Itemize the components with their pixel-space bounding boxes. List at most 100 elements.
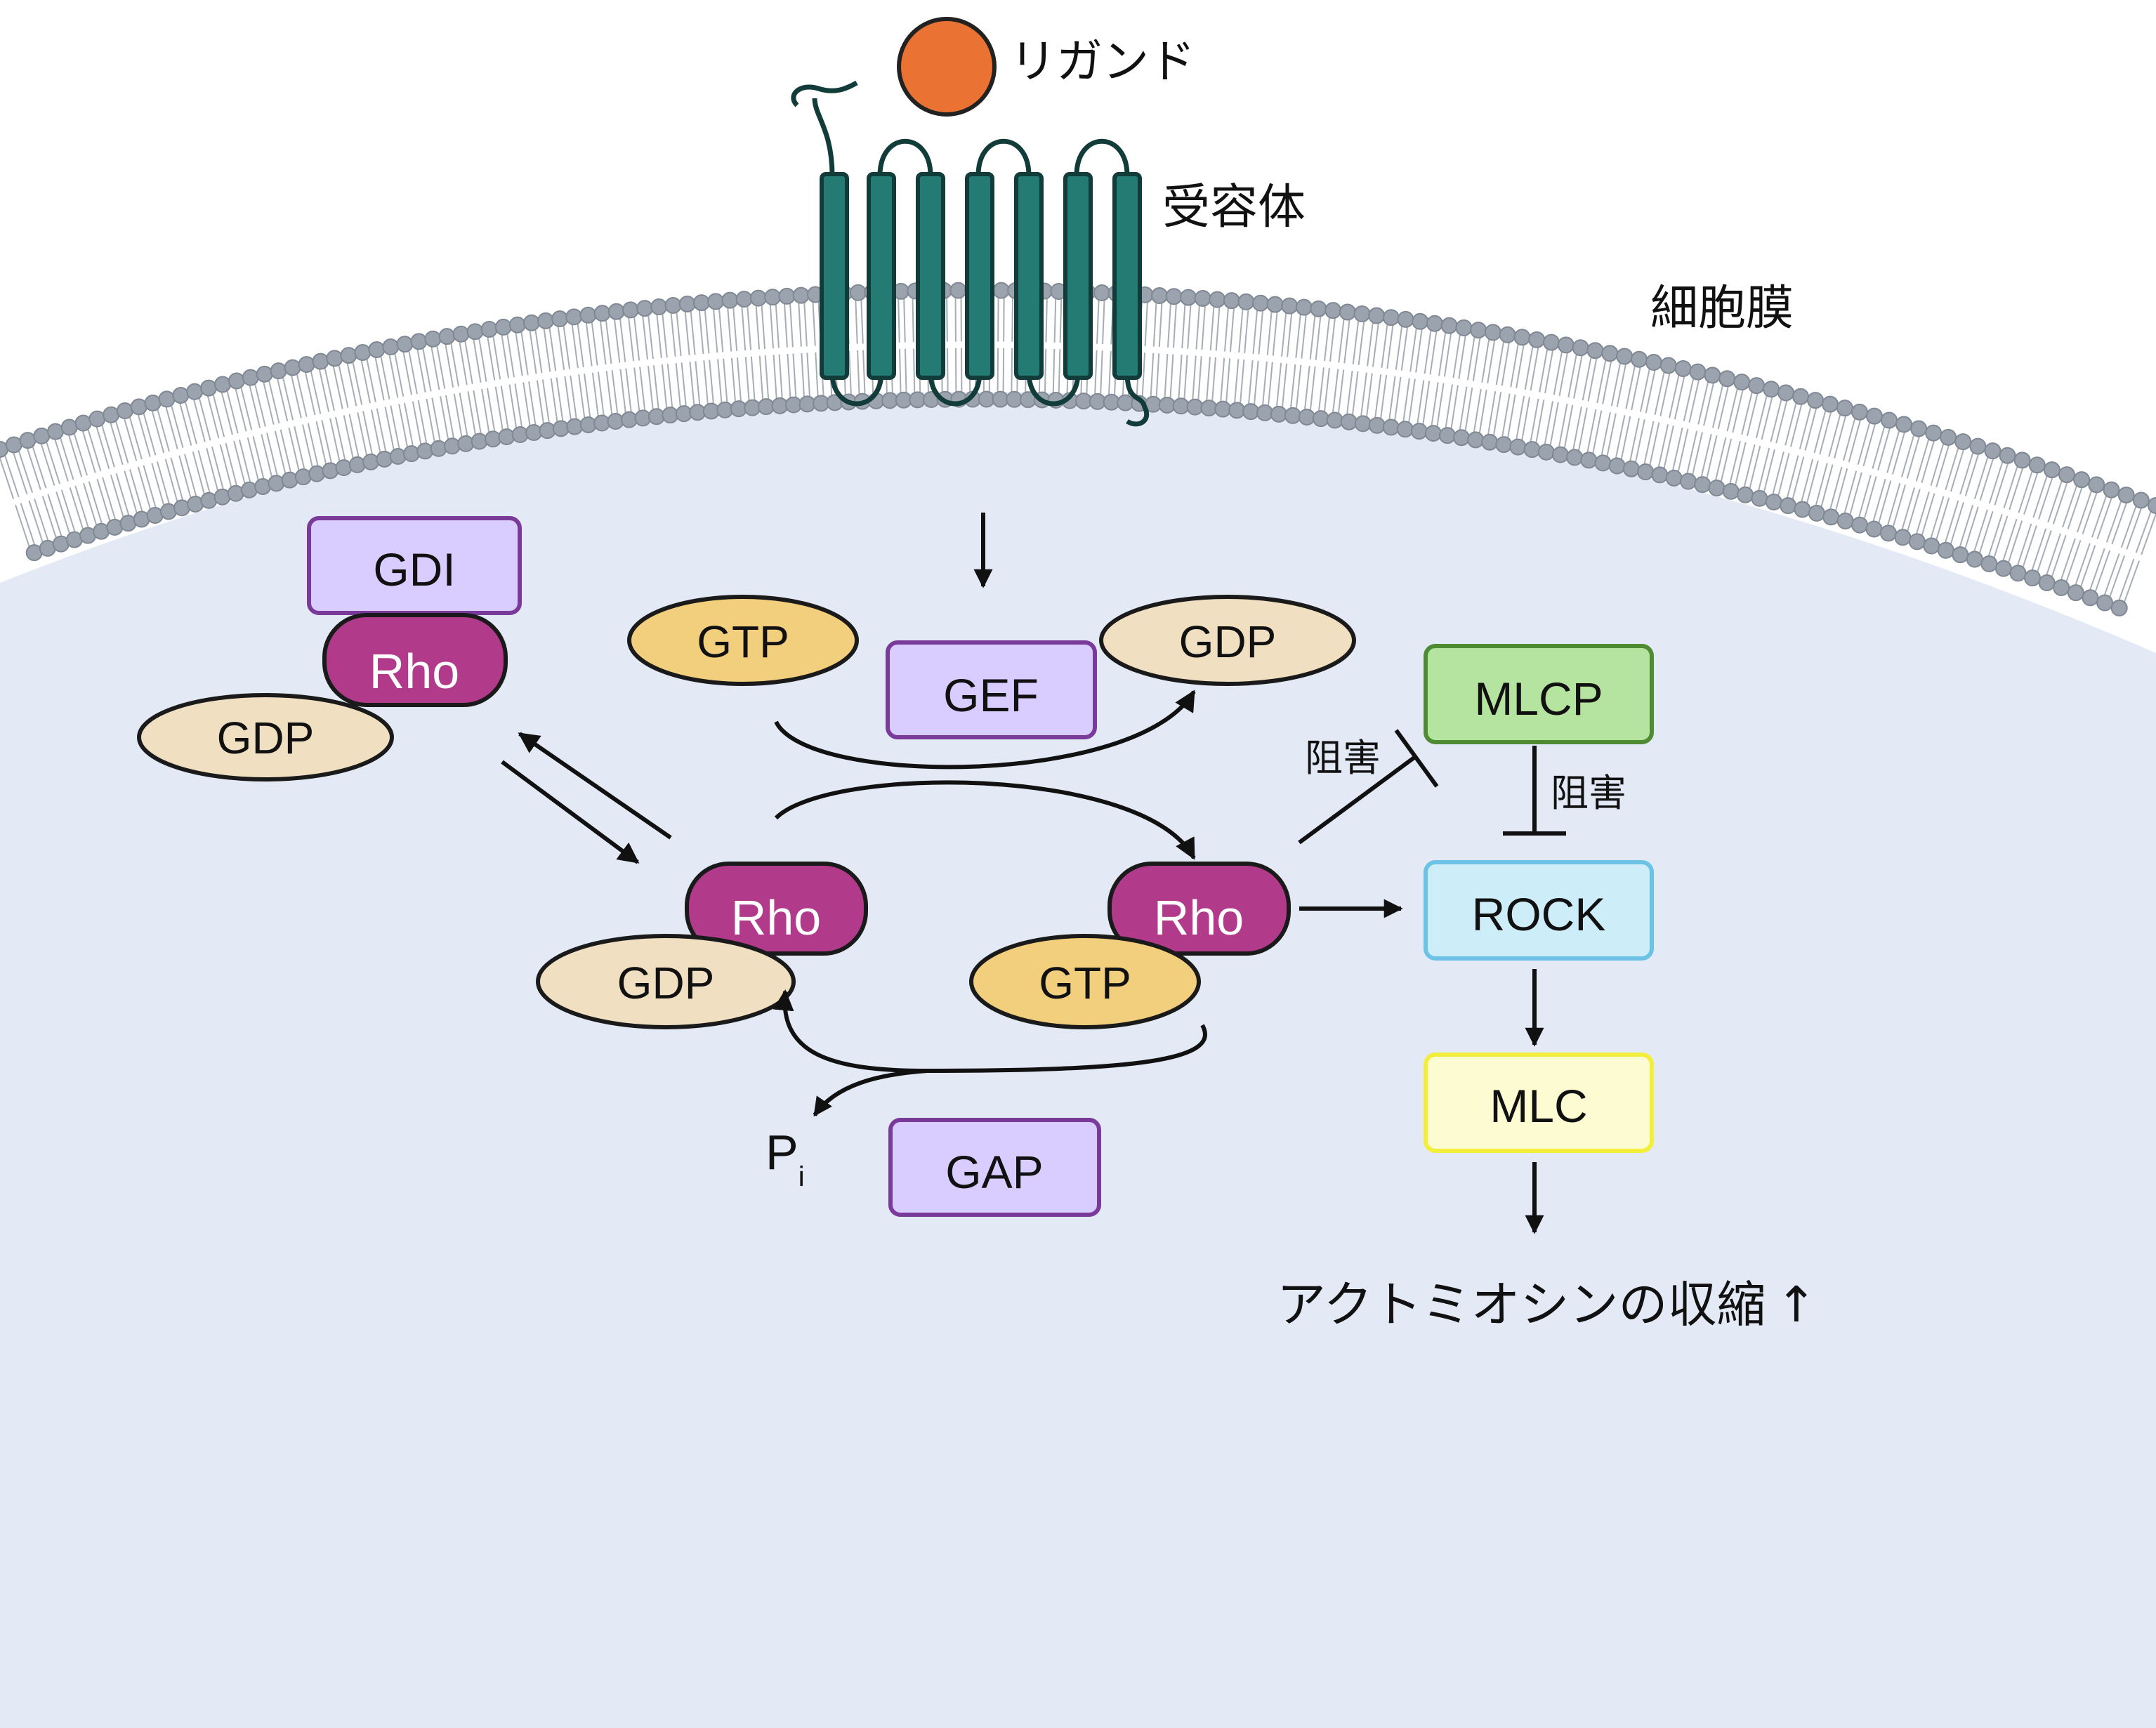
lipid-tail <box>717 359 723 411</box>
lipid-head <box>1325 302 1342 319</box>
lipid-tail <box>1331 369 1339 421</box>
lipid-tail <box>440 396 450 447</box>
lipid-head <box>1295 298 1313 316</box>
lipid-tail <box>2000 518 2018 568</box>
lipid-head <box>1266 296 1284 313</box>
lipid-tail <box>1350 371 1359 423</box>
lipid-head <box>1284 407 1301 424</box>
lipid-tail <box>536 380 546 431</box>
lipid-tail <box>1726 381 1740 432</box>
lipid-head <box>103 406 120 423</box>
lipid-head <box>579 306 597 324</box>
lipid-tail <box>1322 368 1330 419</box>
lipid-tail <box>1444 384 1454 435</box>
lipid-tail <box>206 447 221 498</box>
lipid-tail <box>675 305 682 357</box>
lipid-tail <box>1472 330 1483 381</box>
lipid-tail <box>2009 461 2026 510</box>
lipid-tail <box>1058 349 1061 401</box>
lipid-head <box>1910 420 1928 437</box>
lipid-head <box>270 362 287 380</box>
lipid-head <box>2009 565 2027 582</box>
lipid-tail <box>1945 440 1961 491</box>
lipid-head <box>1594 454 1612 472</box>
lipid-tail <box>584 374 592 425</box>
lipid-tail <box>211 446 226 496</box>
lipid-tail <box>1979 451 1997 501</box>
lipid-tail <box>88 481 105 531</box>
lipid-tail <box>233 381 247 432</box>
lipid-tail <box>225 442 239 493</box>
rho-inactive-label: Rho <box>731 890 821 945</box>
lipid-tail <box>1717 378 1731 430</box>
lipid-head <box>1952 546 1969 564</box>
lipid-tail <box>163 400 178 449</box>
lipid-tail <box>1834 408 1848 459</box>
lipid-tail <box>129 469 145 519</box>
lipid-tail <box>126 409 143 460</box>
lipid-tail <box>404 402 415 454</box>
lipid-head <box>480 321 498 338</box>
rho-inhibits-mlcp-line <box>1298 755 1416 845</box>
lipid-tail <box>647 308 654 360</box>
lipid-head <box>1242 403 1260 421</box>
lipid-tail <box>1294 364 1302 416</box>
lipid-tail <box>1988 454 2006 504</box>
rho-active-label: Rho <box>1154 890 1244 945</box>
lipid-tail <box>1591 410 1603 461</box>
mlc-label: MLC <box>1490 1080 1587 1132</box>
lipid-tail <box>1605 413 1617 464</box>
lipid-tail <box>1711 378 1726 428</box>
lipid-head <box>792 286 810 304</box>
lipid-tail <box>1443 326 1453 377</box>
lipid-tail <box>1524 339 1535 390</box>
lipid-tail <box>1195 298 1201 350</box>
lipid-tail <box>1669 367 1681 418</box>
lipid-head <box>60 418 78 436</box>
lipid-tail <box>626 310 635 362</box>
lipid-head <box>362 453 380 470</box>
lipid-tail <box>1976 510 1994 561</box>
lipid-tail <box>2003 459 2020 508</box>
lipid-tail <box>412 401 423 452</box>
lipid-head <box>1865 407 1883 425</box>
lipid-tail <box>348 414 361 465</box>
lipid-head <box>1689 363 1707 381</box>
lipid-tail <box>379 348 390 400</box>
lipid-tail <box>219 385 233 435</box>
lipid-tail <box>1582 350 1593 401</box>
lipid-head <box>1223 292 1240 310</box>
lipid-tail <box>1372 315 1381 367</box>
lipid-tail <box>1044 348 1047 400</box>
lipid-head <box>1836 513 1854 530</box>
lipid-tail <box>519 324 529 376</box>
lipid-tail <box>2092 550 2111 599</box>
lipid-tail <box>1699 434 1712 484</box>
lipid-tail <box>336 357 349 408</box>
lipid-head <box>1382 418 1400 436</box>
inhibit-label-2: 阻害 <box>1551 771 1626 815</box>
lipid-tail <box>1144 295 1149 346</box>
lipid-head <box>1499 326 1516 343</box>
lipid-head <box>1438 427 1456 444</box>
lipid-tail <box>69 487 86 537</box>
lipid-tail <box>1197 356 1202 408</box>
lipid-tail <box>1985 514 2003 564</box>
lipid-tail <box>1169 354 1174 406</box>
lipid-tail <box>1336 369 1345 421</box>
lipid-tail <box>576 316 584 368</box>
lipid-tail <box>322 360 335 411</box>
lipid-tail <box>1400 319 1409 371</box>
lipid-tail <box>683 304 690 355</box>
lipid-tail <box>1215 299 1221 351</box>
lipid-head <box>410 333 428 350</box>
lipid-head <box>2103 481 2120 499</box>
lipid-head <box>1209 291 1226 308</box>
rho-inhibits-mlcp-bar <box>1394 729 1439 788</box>
lipid-tail <box>1870 479 1886 529</box>
gtp-active-label: GTP <box>1039 958 1131 1008</box>
lipid-tail <box>740 299 747 351</box>
lipid-head <box>256 365 273 383</box>
lipid-head <box>721 291 739 309</box>
lipid-head <box>992 282 1010 299</box>
